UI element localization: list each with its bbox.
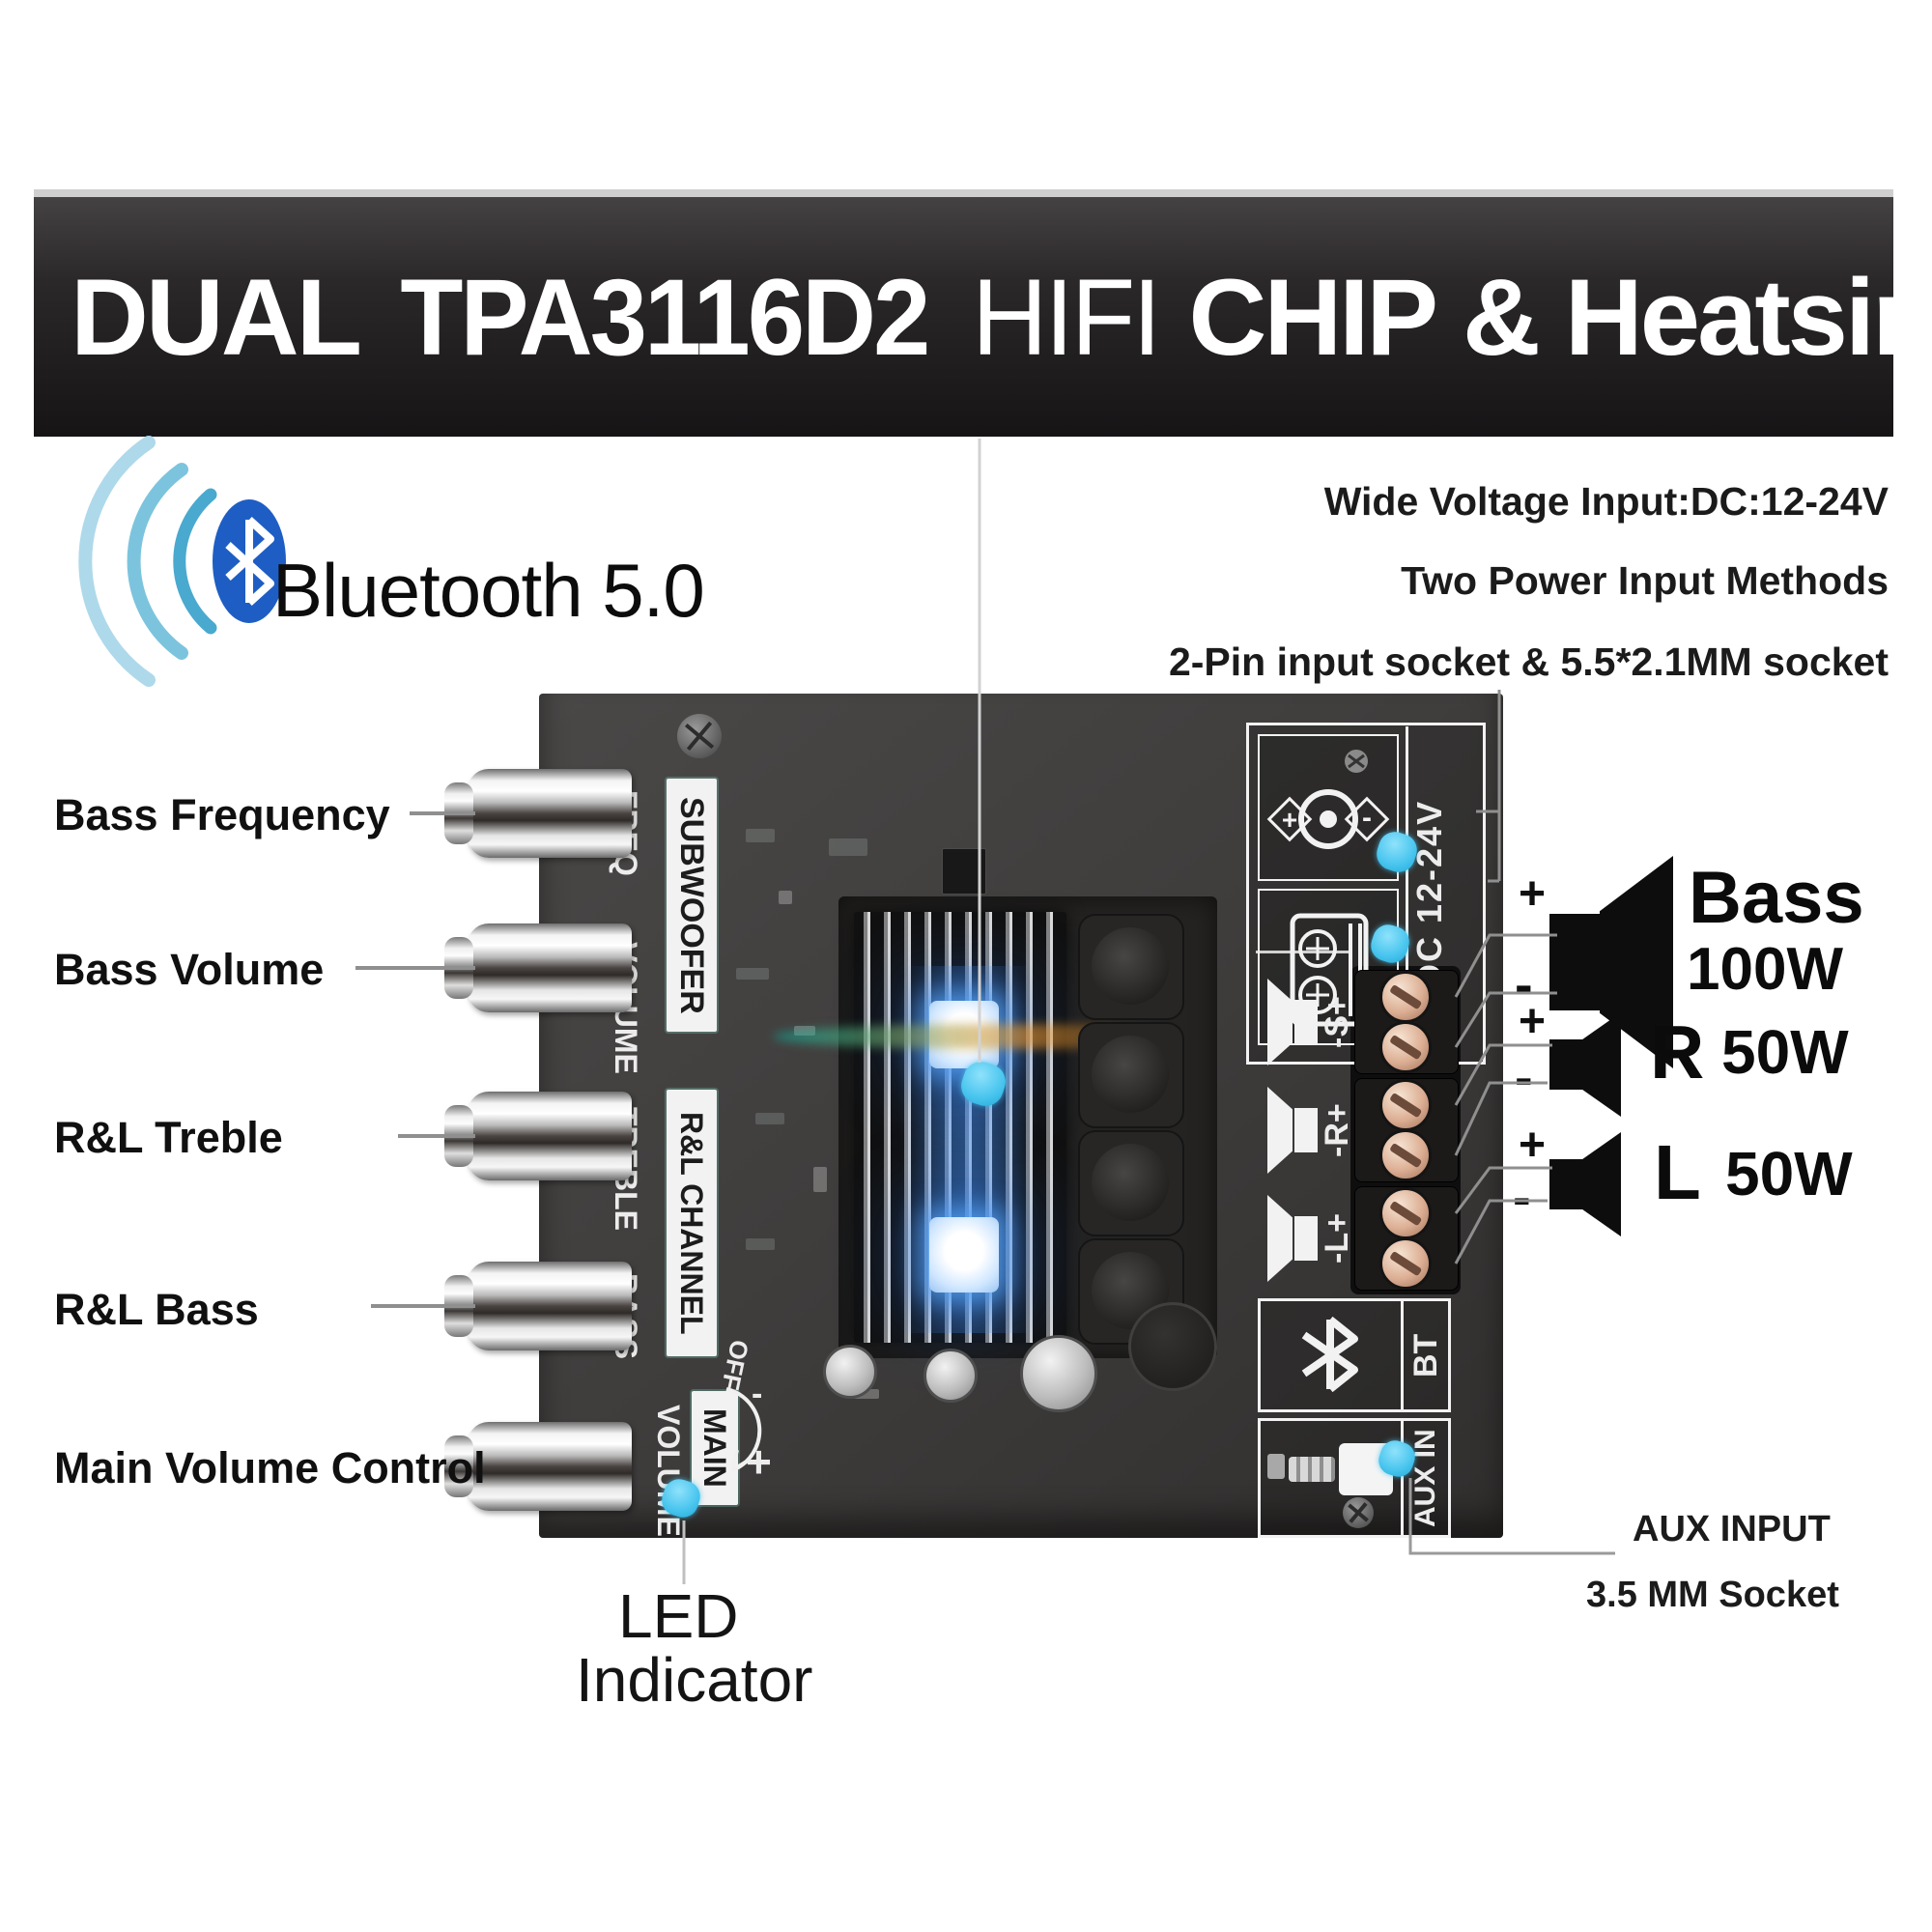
smd-component [779, 891, 792, 904]
note-2pin-socket: 2-Pin input socket & 5.5*2.1MM socket [1168, 639, 1889, 684]
aux-plug-barrel [1289, 1457, 1335, 1482]
bluetooth-rune-icon [1301, 1316, 1358, 1393]
l-minus-mark: - [1513, 1166, 1531, 1227]
knob-bass-volume [444, 923, 632, 1012]
label-rl-bass: R&L Bass [54, 1285, 259, 1334]
board-screw [677, 714, 722, 758]
bluetooth-logo-icon [78, 436, 286, 687]
knob-main-volume [444, 1422, 632, 1511]
bass-speaker-icon [1549, 914, 1600, 1010]
silkscreen-subwoofer: SUBWOOFER [667, 779, 717, 1032]
bt-box-divider [1401, 1301, 1404, 1409]
capacitor [923, 1349, 978, 1403]
two-pin-socket-icon [1290, 913, 1369, 1027]
terminal-screw [1379, 1237, 1432, 1290]
terminal-screw [1379, 1129, 1432, 1181]
l-speaker-icon [1582, 1132, 1621, 1236]
speaker-icon [1294, 1216, 1318, 1261]
smd-component [746, 829, 775, 842]
silkscreen-rl-channel: R&L CHANNEL [667, 1090, 717, 1356]
board-edge-line [1256, 951, 1349, 953]
aux-screw [1343, 1497, 1374, 1528]
l-plus-mark: + [1519, 1120, 1547, 1171]
l-name: L [1654, 1129, 1701, 1215]
ic-chip [942, 848, 986, 895]
l-speaker-icon [1549, 1159, 1582, 1209]
silkscreen-main: MAIN [692, 1391, 738, 1505]
speaker-icon [1294, 1000, 1318, 1044]
inductor [1078, 1022, 1184, 1128]
silkscreen-terminal-l: -L+ [1319, 1213, 1355, 1264]
label-main-volume-control: Main Volume Control [54, 1443, 486, 1492]
silkscreen-minus: - [752, 1376, 763, 1412]
inductor [1078, 1130, 1184, 1236]
capacitor [1020, 1335, 1097, 1412]
r-power: 50W [1721, 1017, 1849, 1087]
banner-word-hifi: HIFI [971, 256, 1161, 378]
r-speaker-icon [1549, 1039, 1582, 1090]
bt-module-box [1258, 1298, 1451, 1412]
aux-socket-note: 3.5 MM Socket [1586, 1575, 1839, 1615]
bluetooth-label: Bluetooth 5.0 [272, 548, 705, 633]
silkscreen-plus: + [746, 1436, 772, 1487]
aux-input-note: AUX INPUT [1633, 1509, 1831, 1549]
smd-component [755, 1113, 784, 1124]
terminal-screw [1379, 1187, 1432, 1239]
smd-component [829, 838, 867, 856]
speaker-icon [1294, 1108, 1318, 1152]
bass-name: Bass [1689, 857, 1864, 939]
led-note-line1: LED [618, 1581, 739, 1651]
r-plus-mark: + [1519, 996, 1547, 1047]
terminal-screw [1379, 1021, 1432, 1073]
knob-rl-treble [444, 1092, 632, 1180]
banner-word-chipmodel: TPA3116D2 [400, 256, 930, 378]
silkscreen-terminal-r: -R+ [1319, 1103, 1355, 1157]
terminal-screw [1379, 971, 1432, 1023]
bass-power: 100W [1687, 936, 1843, 1003]
r-speaker-icon [1582, 1012, 1621, 1117]
capacitor [823, 1345, 877, 1399]
smd-component [736, 968, 769, 980]
led-note-line2: Indicator [576, 1645, 813, 1715]
banner-word-amp: & [1463, 256, 1541, 378]
tpa3116d2-chip [929, 1217, 999, 1293]
inductor [1078, 914, 1184, 1020]
silkscreen-bt: BT [1407, 1333, 1444, 1378]
note-wide-voltage: Wide Voltage Input:DC:12-24V [1323, 479, 1889, 524]
aux-plug-tip [1267, 1454, 1285, 1479]
label-rl-treble: R&L Treble [54, 1113, 283, 1162]
label-bass-frequency: Bass Frequency [54, 790, 390, 839]
title-banner: DUAL TPA3116D2 HIFI CHIP & Heatsink [34, 189, 1932, 437]
r-name: R [1650, 1009, 1705, 1094]
power-box-divider [1406, 726, 1408, 1061]
knob-bass-frequency [444, 769, 632, 858]
silkscreen-aux-in: AUX IN [1409, 1429, 1441, 1527]
l-power: 50W [1725, 1139, 1853, 1208]
smd-component [813, 1167, 827, 1192]
terminal-screw [1379, 1079, 1432, 1131]
silkscreen-main-volume: VOLUME [651, 1405, 686, 1537]
knob-rl-bass [444, 1262, 632, 1350]
note-two-power: Two Power Input Methods [1401, 558, 1889, 603]
svg-text:-: - [1362, 802, 1372, 834]
capacitor-large [1128, 1302, 1217, 1391]
banner-word-chip: CHIP [1188, 256, 1438, 378]
r-minus-mark: - [1515, 1046, 1533, 1107]
silkscreen-terminal-s: -S+ [1319, 996, 1355, 1048]
label-bass-volume: Bass Volume [54, 945, 325, 994]
barrel-jack-icon: + - [1266, 750, 1390, 849]
aux-box-divider [1401, 1421, 1404, 1535]
bass-plus-mark: + [1519, 868, 1547, 920]
smd-component [746, 1238, 775, 1250]
banner-word-heatsink: Heatsink [1564, 256, 1932, 378]
svg-text:+: + [1282, 805, 1297, 835]
smd-component [854, 1389, 879, 1399]
banner-word-dual: DUAL [71, 256, 362, 378]
